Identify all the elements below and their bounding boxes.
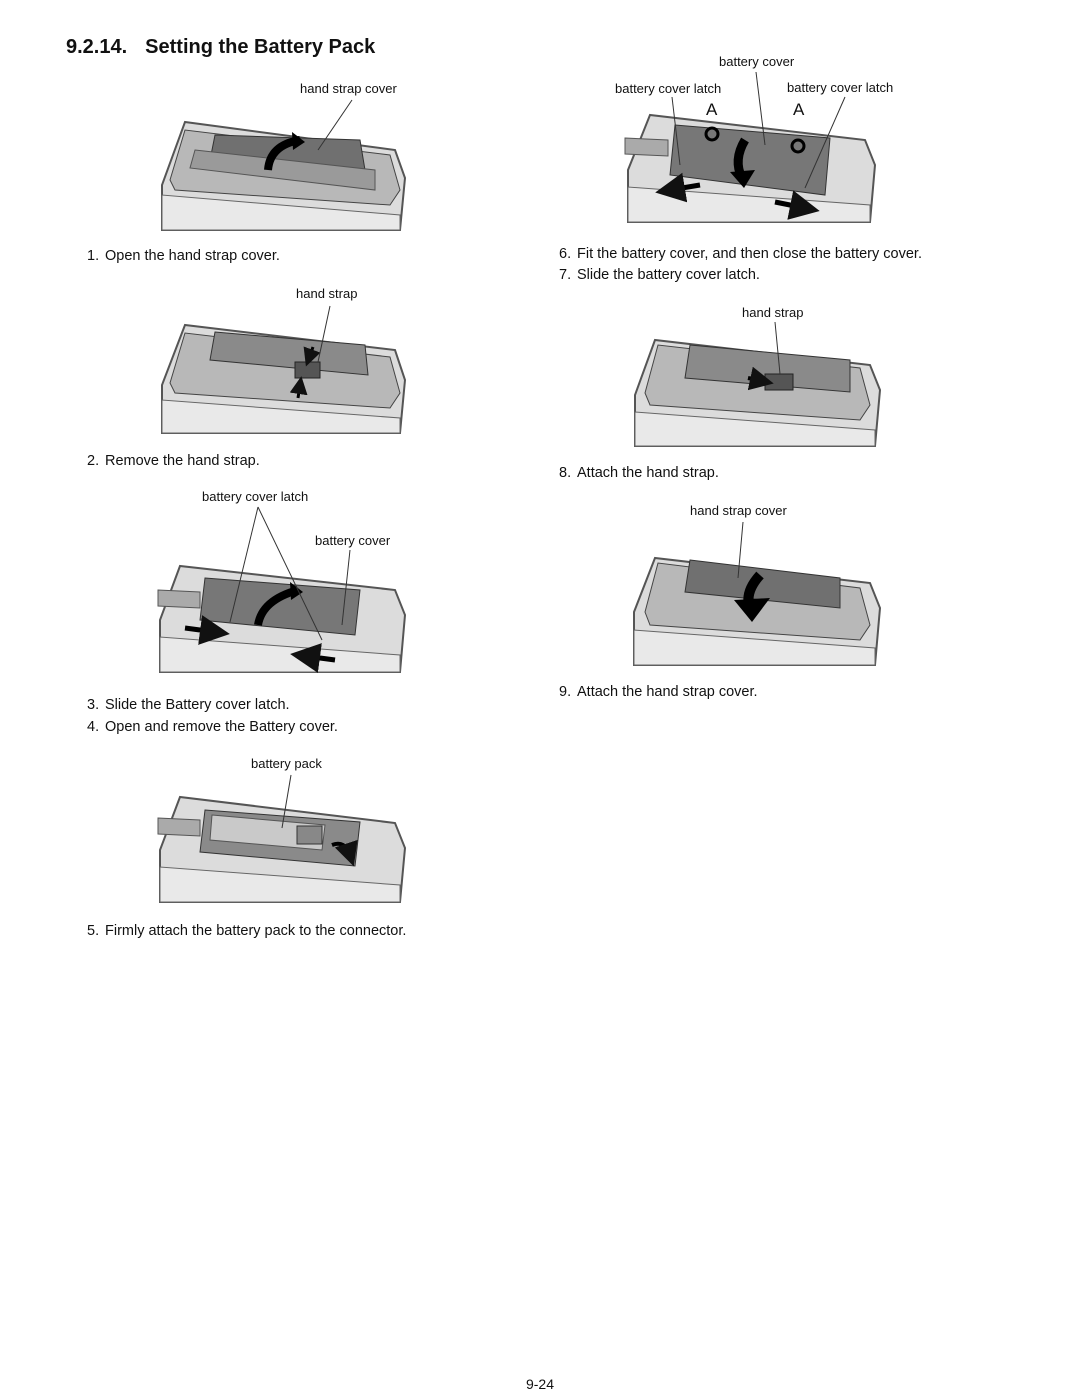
- step-number: 8.: [559, 465, 572, 481]
- step-number: 4.: [87, 719, 100, 735]
- callout-battery-cover-latch: battery cover latch: [202, 489, 309, 504]
- step-text: Firmly attach the battery pack to the co…: [105, 923, 407, 939]
- figure-5-device-image: [624, 71, 877, 223]
- step-text: Slide the Battery cover latch.: [105, 697, 290, 713]
- step-6: 6. Fit the battery cover, and then close …: [559, 246, 922, 262]
- step-4: 4. Open and remove the Battery cover.: [87, 719, 338, 735]
- marker-a: A: [706, 100, 718, 119]
- step-8: 8. Attach the hand strap.: [559, 465, 719, 481]
- step-text: Open and remove the Battery cover.: [105, 719, 338, 735]
- step-2: 2. Remove the hand strap.: [87, 453, 260, 469]
- section-heading: 9.2.14. Setting the Battery Pack: [66, 36, 375, 59]
- callout-hand-strap: hand strap: [742, 305, 804, 320]
- callout-battery-cover: battery cover: [719, 54, 795, 69]
- step-9: 9. Attach the hand strap cover.: [559, 684, 758, 700]
- figure-4-device-image: [157, 774, 407, 903]
- step-number: 1.: [87, 248, 100, 264]
- callout-battery-cover-latch: battery cover latch: [615, 81, 722, 96]
- figure-2-device-image: [161, 305, 407, 434]
- step-text: Slide the battery cover latch.: [577, 267, 760, 283]
- step-text: Remove the hand strap.: [105, 453, 260, 469]
- marker-a: A: [793, 100, 805, 119]
- step-number: 9.: [559, 684, 572, 700]
- step-3: 3. Slide the Battery cover latch.: [87, 697, 290, 713]
- figure-1-device-image: [161, 99, 407, 231]
- section-title: Setting the Battery Pack: [145, 36, 376, 58]
- step-7: 7. Slide the battery cover latch.: [559, 267, 760, 283]
- step-number: 6.: [559, 246, 572, 262]
- section-number: 9.2.14.: [66, 36, 128, 58]
- figure-7-device-image: [633, 521, 882, 666]
- step-text: Attach the hand strap cover.: [577, 684, 758, 700]
- step-number: 3.: [87, 697, 100, 713]
- callout-battery-cover-latch: battery cover latch: [787, 80, 894, 95]
- callout-hand-strap-cover: hand strap cover: [690, 503, 787, 518]
- callout-battery-pack: battery pack: [251, 756, 322, 771]
- page-number: 9-24: [525, 1376, 555, 1392]
- step-text: Fit the battery cover, and then close th…: [577, 246, 922, 262]
- step-number: 2.: [87, 453, 100, 469]
- callout-battery-cover: battery cover: [315, 533, 391, 548]
- step-number: 5.: [87, 923, 100, 939]
- step-text: Attach the hand strap.: [577, 465, 719, 481]
- step-number: 7.: [559, 267, 572, 283]
- callout-hand-strap: hand strap: [296, 286, 358, 301]
- step-5: 5. Firmly attach the battery pack to the …: [87, 923, 406, 939]
- figure-6-device-image: [634, 321, 882, 447]
- figure-3-device-image: [157, 506, 407, 673]
- step-1: 1. Open the hand strap cover.: [87, 248, 280, 264]
- callout-hand-strap-cover: hand strap cover: [300, 81, 397, 96]
- step-text: Open the hand strap cover.: [105, 248, 280, 264]
